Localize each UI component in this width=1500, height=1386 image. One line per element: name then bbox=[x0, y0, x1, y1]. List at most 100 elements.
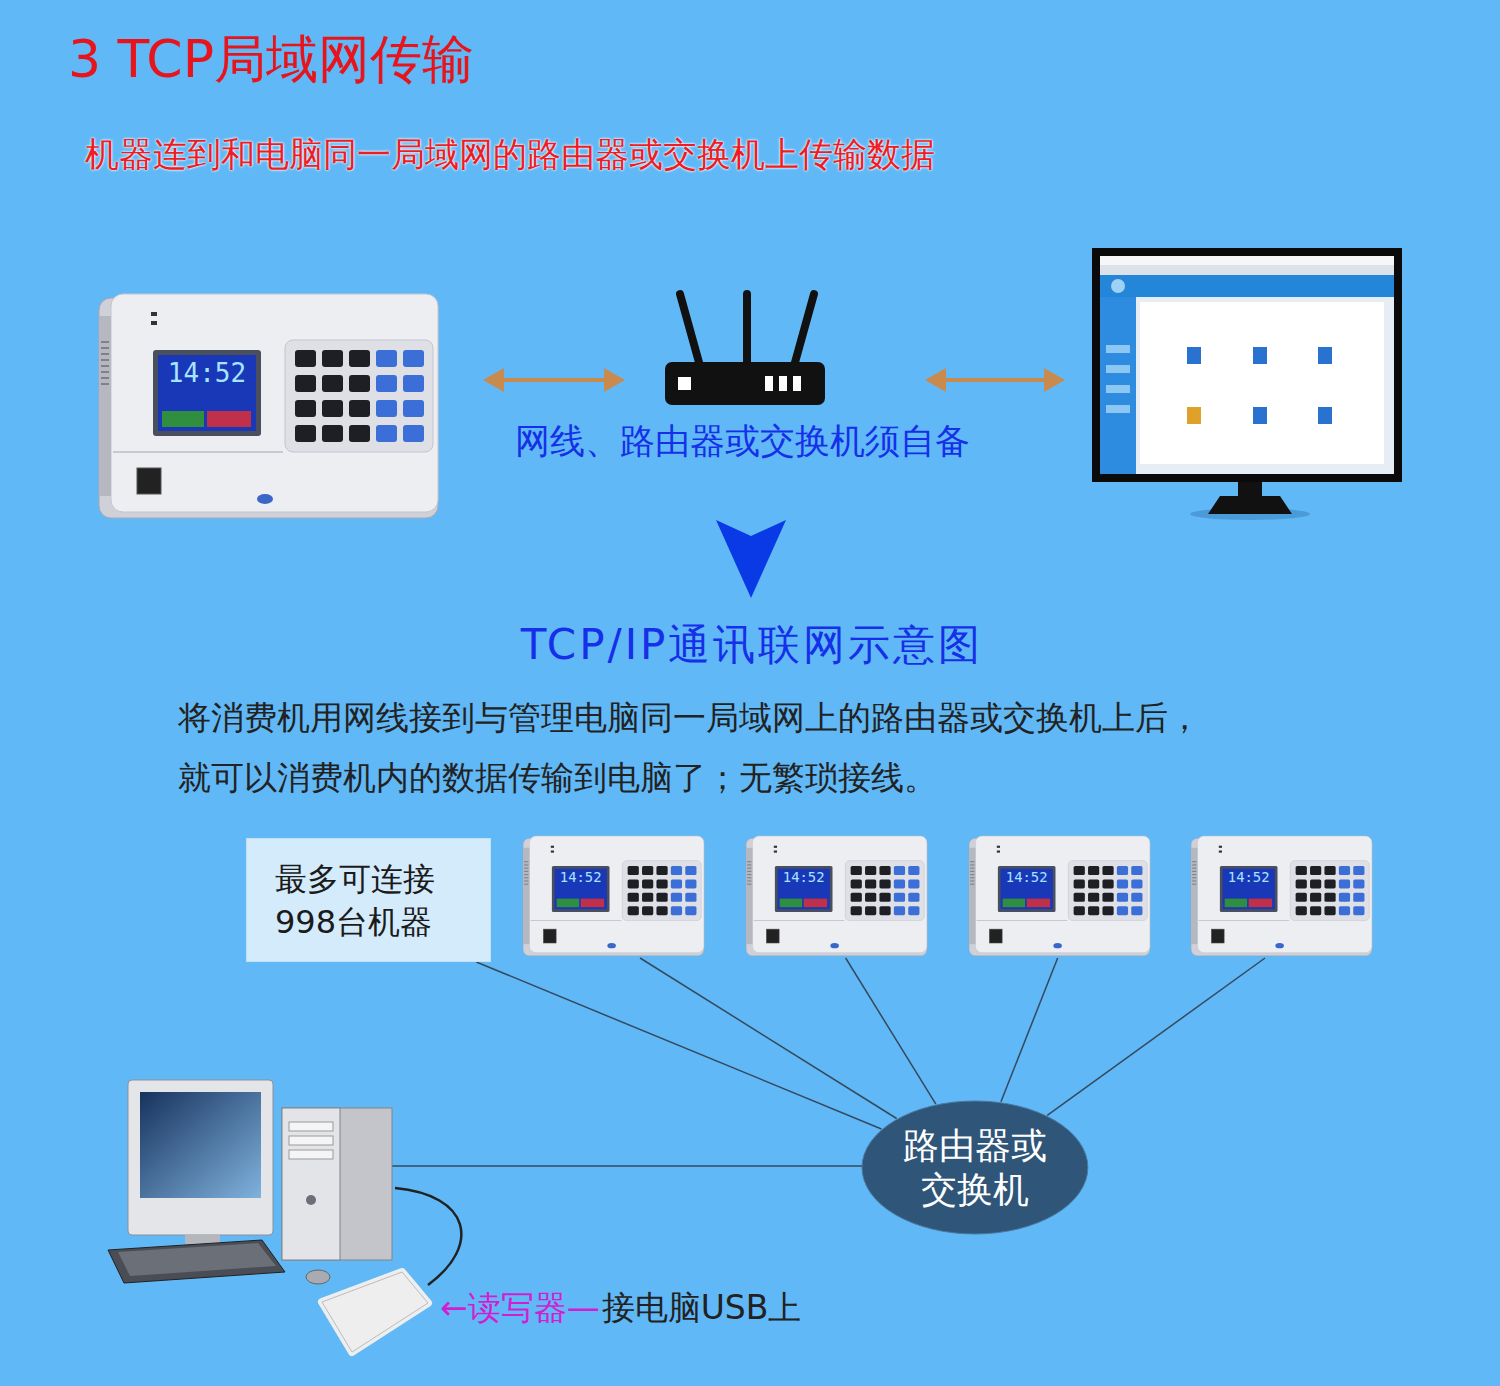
key bbox=[908, 879, 919, 888]
app-icon bbox=[1187, 347, 1201, 364]
key bbox=[671, 866, 682, 875]
app-icon bbox=[1253, 407, 1267, 424]
indicator bbox=[151, 321, 157, 325]
key bbox=[656, 893, 667, 902]
keypad-panel bbox=[285, 340, 433, 452]
device-outline bbox=[968, 835, 1151, 958]
key bbox=[671, 906, 682, 915]
app-icon bbox=[1187, 407, 1201, 424]
monitor-screen bbox=[1100, 256, 1394, 474]
card-reader bbox=[322, 1272, 428, 1352]
arrow-head bbox=[604, 368, 625, 392]
window-titlebar bbox=[1100, 256, 1394, 265]
vent-slot bbox=[970, 884, 974, 885]
key bbox=[1324, 893, 1335, 902]
key bbox=[1074, 893, 1085, 902]
vent-slot bbox=[101, 359, 109, 361]
app-content bbox=[1140, 302, 1384, 464]
key bbox=[879, 906, 890, 915]
vent-slot bbox=[101, 371, 109, 373]
keypad-panel bbox=[1068, 861, 1147, 921]
vent-slot bbox=[101, 341, 109, 343]
device-face bbox=[752, 836, 926, 953]
arrow-head bbox=[483, 368, 504, 392]
screen-button bbox=[557, 899, 579, 908]
indicator bbox=[774, 846, 777, 848]
description-line: 将消费机用网线接到与管理电脑同一局域网上的路由器或交换机上后， bbox=[178, 698, 1201, 738]
key bbox=[685, 906, 696, 915]
key bbox=[908, 866, 919, 875]
key bbox=[656, 906, 667, 915]
key bbox=[865, 906, 876, 915]
key bbox=[642, 866, 653, 875]
screen bbox=[555, 869, 607, 910]
antenna bbox=[680, 294, 700, 366]
device-side bbox=[746, 848, 752, 944]
vent-slot bbox=[1192, 874, 1196, 875]
router-port bbox=[793, 376, 801, 391]
key bbox=[865, 866, 876, 875]
device-side bbox=[99, 316, 111, 496]
section-heading: TCP/IP通讯联网示意图 bbox=[521, 620, 984, 670]
key bbox=[1353, 906, 1364, 915]
key bbox=[1131, 879, 1142, 888]
panel-edge bbox=[531, 920, 622, 921]
power-switch bbox=[1211, 929, 1224, 943]
keypad-panel bbox=[622, 861, 701, 921]
description-line: 就可以消费机内的数据传输到电脑了；无繁琐接线。 bbox=[178, 758, 937, 798]
vent-slot bbox=[970, 874, 974, 875]
router-body bbox=[665, 362, 825, 405]
key bbox=[376, 400, 397, 417]
router-text: 路由器或 交换机 bbox=[899, 1124, 1051, 1210]
screen-button bbox=[1225, 899, 1247, 908]
keypad-panel bbox=[845, 861, 924, 921]
key bbox=[1102, 866, 1113, 875]
device-face bbox=[1197, 836, 1371, 953]
key bbox=[1088, 879, 1099, 888]
device-face bbox=[975, 836, 1149, 953]
key bbox=[894, 906, 905, 915]
router-icon bbox=[665, 294, 825, 405]
key bbox=[1088, 866, 1099, 875]
key bbox=[685, 866, 696, 875]
note-text: 网线、路由器或交换机须自备 bbox=[515, 420, 970, 462]
app-icon bbox=[1253, 347, 1267, 364]
key bbox=[322, 400, 343, 417]
vent-slot bbox=[970, 861, 974, 862]
drive-bay bbox=[289, 1122, 333, 1131]
vent-slot bbox=[1192, 884, 1196, 885]
key bbox=[1117, 893, 1128, 902]
pc-screen bbox=[140, 1092, 261, 1198]
ellipse-outline bbox=[861, 1100, 1089, 1235]
key bbox=[1339, 879, 1350, 888]
key bbox=[1324, 866, 1335, 875]
key bbox=[656, 866, 667, 875]
vent-slot bbox=[524, 864, 528, 865]
desktop-computer bbox=[108, 1080, 461, 1352]
key bbox=[1074, 879, 1085, 888]
brand-logo bbox=[830, 943, 839, 948]
vent-slot bbox=[524, 880, 528, 881]
screen-button bbox=[581, 899, 604, 908]
key bbox=[865, 879, 876, 888]
app-icon bbox=[1318, 407, 1332, 424]
key bbox=[1117, 906, 1128, 915]
key bbox=[376, 425, 397, 442]
key bbox=[1088, 893, 1099, 902]
monitor-frame bbox=[1092, 248, 1402, 482]
app-icon bbox=[1318, 347, 1332, 364]
key bbox=[894, 866, 905, 875]
brand-logo bbox=[257, 494, 273, 504]
clock-display: 14:52 bbox=[158, 360, 256, 386]
vent-slot bbox=[747, 868, 751, 869]
double-arrow bbox=[925, 368, 1065, 392]
subtitle: 机器连到和电脑同一局域网的路由器或交换机上传输数据 bbox=[85, 134, 935, 175]
key bbox=[642, 879, 653, 888]
vent-slot bbox=[524, 884, 528, 885]
screen-button bbox=[804, 899, 827, 908]
key bbox=[376, 375, 397, 392]
tower-front bbox=[282, 1108, 340, 1260]
network-cable bbox=[476, 962, 881, 1129]
key bbox=[671, 879, 682, 888]
